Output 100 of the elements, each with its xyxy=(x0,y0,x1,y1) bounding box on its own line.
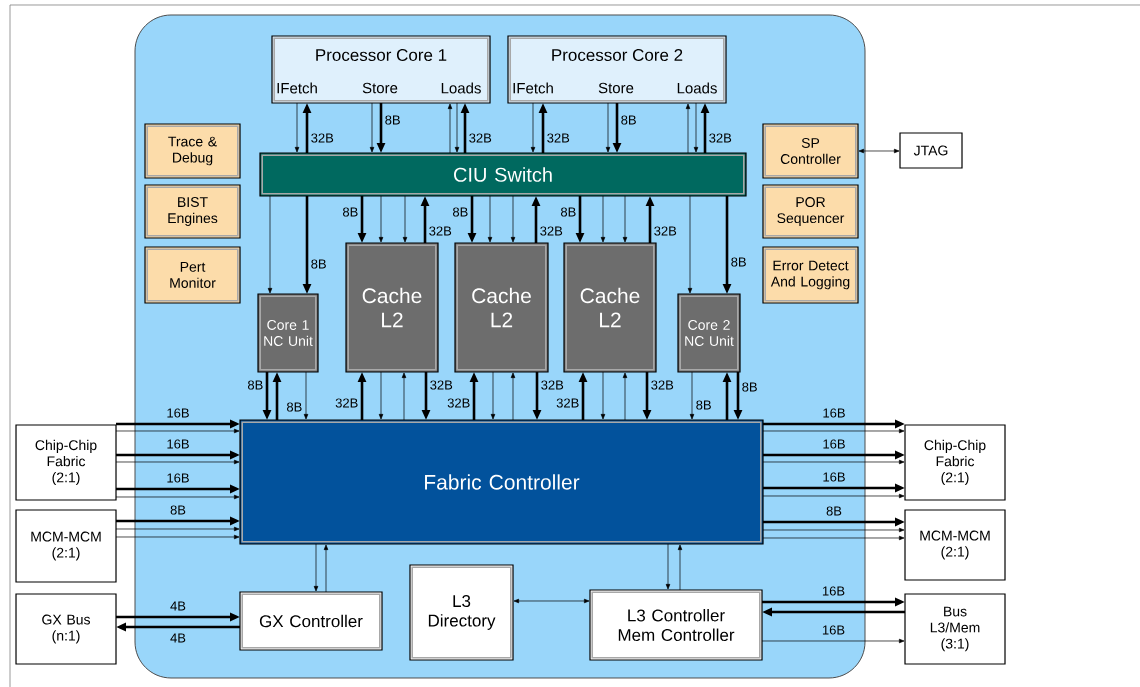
arrow xyxy=(762,535,905,541)
arrow xyxy=(294,102,300,153)
edge-label: 32B xyxy=(430,380,453,390)
arrow xyxy=(369,102,375,153)
cache-block: Cache L2 xyxy=(563,242,657,373)
arrow xyxy=(401,372,407,421)
arrow xyxy=(378,195,384,243)
edge-label: 8B xyxy=(311,259,326,269)
edge-label: 8B xyxy=(826,506,842,516)
arrow xyxy=(487,195,493,243)
edge-label: 16B xyxy=(822,625,845,635)
cache-block: Cache L2 xyxy=(345,242,439,373)
edge-label: 8B xyxy=(696,400,711,410)
interface-box: Bus L3/Mem (3:1) xyxy=(904,593,1006,665)
edge-label: 32B xyxy=(335,398,358,408)
fabric-controller-block: Fabric Controller xyxy=(239,419,764,545)
edge-label: 16B xyxy=(167,473,189,483)
arrow xyxy=(323,544,329,593)
arrow xyxy=(762,493,905,499)
interface-box: Chip-Chip Fabric (2:1) xyxy=(15,424,117,501)
edge-label: 16B xyxy=(823,408,845,418)
arrow xyxy=(378,371,384,420)
controller-box: GX Controller xyxy=(239,591,383,651)
edge-label: 8B xyxy=(342,207,358,217)
arrow xyxy=(510,372,516,421)
interface-box: Chip-Chip Fabric (2:1) xyxy=(904,424,1006,501)
arrow xyxy=(490,371,496,420)
edge-label: 16B xyxy=(167,439,189,449)
edge-label: 4B xyxy=(170,601,186,611)
control-unit-box: Pert Monitor xyxy=(144,246,241,304)
arrow xyxy=(454,102,460,153)
arrow xyxy=(622,195,628,243)
edge-label: 4B xyxy=(170,633,186,643)
arrow xyxy=(303,371,309,420)
arrow xyxy=(762,459,905,465)
arrow xyxy=(677,544,683,591)
arrow xyxy=(530,102,536,153)
edge-label: 8B xyxy=(452,207,468,217)
controller-box: L3 Controller Mem Controller xyxy=(589,589,763,661)
edge-label: 16B xyxy=(822,586,845,596)
edge-label: 32B xyxy=(654,226,677,236)
arrow xyxy=(762,527,905,533)
arrow xyxy=(115,526,240,532)
arrow xyxy=(510,195,516,243)
control-unit-box: Error Detect And Logging xyxy=(762,246,859,304)
arrow xyxy=(693,102,699,153)
edge-label: 32B xyxy=(651,380,674,390)
processor-core-box: Processor Core 2 IFetch Store Loads xyxy=(507,35,727,104)
arrow xyxy=(600,371,606,420)
arrow xyxy=(858,148,900,154)
edge-label: 8B xyxy=(247,380,263,390)
interface-box: GX Bus (n:1) xyxy=(15,593,117,665)
arrow xyxy=(115,428,240,434)
edge-label: 16B xyxy=(823,472,845,482)
arrow xyxy=(761,638,905,644)
nc-unit-block: Core 1 NC Unit xyxy=(257,293,319,373)
nc-unit-block: Core 2 NC Unit xyxy=(677,293,741,373)
edge-label: 32B xyxy=(447,398,470,408)
arrow xyxy=(605,102,611,153)
edge-label: 8B xyxy=(731,257,746,267)
arrow xyxy=(402,195,408,243)
edge-label: 32B xyxy=(547,133,570,143)
arrow xyxy=(115,494,240,500)
arrow xyxy=(665,543,671,590)
arrow xyxy=(762,428,905,434)
switch-bar: CIU Switch xyxy=(259,152,747,197)
edge-label: 32B xyxy=(709,133,732,143)
control-unit-box: SP Controller xyxy=(762,123,859,179)
edge-label: 16B xyxy=(167,408,189,418)
edge-label: 8B xyxy=(560,207,576,217)
cache-block: Cache L2 xyxy=(454,242,549,373)
interface-box: MCM-MCM (2:1) xyxy=(15,509,117,583)
arrow xyxy=(115,534,240,540)
arrow xyxy=(622,372,628,421)
control-unit-box: POR Sequencer xyxy=(762,184,859,239)
interface-box: MCM-MCM (2:1) xyxy=(904,509,1006,581)
edge-label: 32B xyxy=(469,133,492,143)
edge-label: 32B xyxy=(540,226,563,236)
control-unit-box: BIST Engines xyxy=(144,184,241,239)
arrow xyxy=(689,371,695,420)
edge-label: 16B xyxy=(823,439,845,449)
edge-label: 32B xyxy=(311,133,334,143)
interface-box: JTAG xyxy=(899,132,963,169)
arrow xyxy=(513,598,590,604)
arrow xyxy=(687,195,693,294)
edge-label: 32B xyxy=(556,398,579,408)
processor-core-box: Processor Core 1 IFetch Store Loads xyxy=(271,35,491,104)
edge-label: 8B xyxy=(742,382,757,392)
arrow xyxy=(313,543,319,592)
arrow xyxy=(447,103,453,154)
controller-box: L3 Directory xyxy=(409,564,514,661)
edge-label: 8B xyxy=(286,402,302,412)
edge-label: 32B xyxy=(541,380,564,390)
edge-label: 32B xyxy=(429,226,452,236)
edge-label: 8B xyxy=(170,505,186,515)
arrow xyxy=(115,459,240,465)
arrow xyxy=(685,103,691,154)
edge-label: 8B xyxy=(621,115,636,125)
arrow xyxy=(600,195,606,243)
control-unit-box: Trace & Debug xyxy=(144,123,241,179)
